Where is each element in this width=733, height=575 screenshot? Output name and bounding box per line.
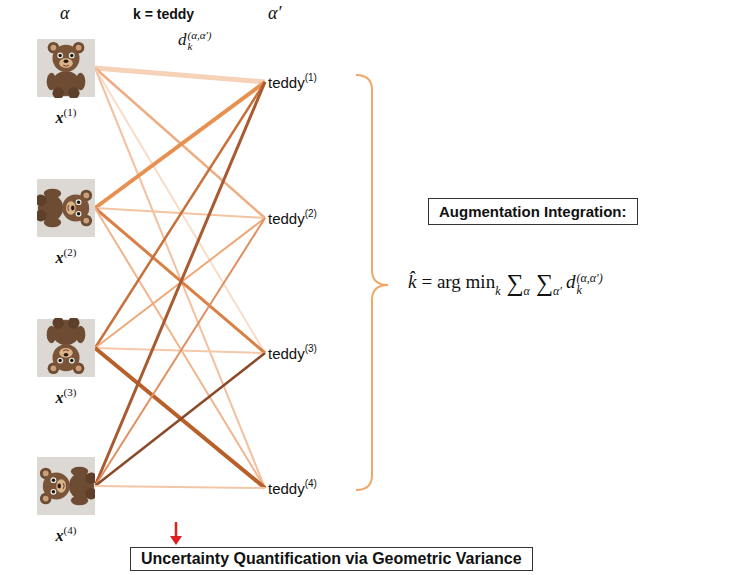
augmented-image: x(4) — [37, 456, 97, 545]
index-superscript: (2) — [64, 246, 77, 258]
distance-connector — [95, 348, 265, 488]
class-name: teddy — [268, 345, 305, 362]
distance-connector — [95, 68, 265, 488]
sum-sign: ∑ — [506, 270, 523, 296]
formula-subscript: α — [524, 284, 530, 298]
image-label: x(3) — [37, 386, 95, 407]
distance-connector — [95, 82, 265, 348]
sub-sup-stack: (α,α′)k — [576, 272, 602, 296]
box-text: Uncertainty Quantification via Geometric… — [141, 550, 522, 568]
formula-operator: = arg min — [421, 271, 495, 292]
superscript: (α,α′) — [188, 30, 212, 41]
index-superscript: (2) — [305, 208, 317, 219]
index-superscript: (4) — [64, 524, 77, 536]
red-arrow-head — [170, 536, 182, 545]
augmented-image: x(2) — [37, 178, 97, 267]
index-superscript: (1) — [305, 72, 317, 83]
distance-connector — [95, 68, 265, 82]
index-superscript: (1) — [64, 106, 77, 118]
teddy-illustration — [37, 457, 95, 515]
class-term: teddy(2) — [265, 208, 320, 228]
labeled-box: Augmentation Integration: — [428, 198, 638, 225]
sum-sign: ∑ — [536, 270, 553, 296]
distance-letter: d — [178, 30, 187, 49]
image-label: x(2) — [37, 246, 95, 267]
formula-subscript: α′ — [553, 284, 562, 298]
distance-connector — [95, 486, 265, 488]
teddy-illustration — [37, 179, 95, 237]
distance-connector — [95, 82, 265, 486]
distance-connector — [95, 353, 265, 486]
class-term: teddy(3) — [265, 343, 320, 363]
class-term: teddy(4) — [265, 478, 320, 498]
red-arrow-shaft — [175, 522, 178, 537]
distance-connector — [95, 208, 265, 488]
image-label: x(4) — [37, 524, 95, 545]
distance-connector — [95, 68, 265, 353]
image-label: x(1) — [37, 106, 95, 127]
teddy-photo — [37, 456, 95, 516]
class-heading: k = teddy — [133, 6, 194, 22]
class-term: teddy(1) — [265, 72, 320, 92]
box-text: Augmentation Integration: — [439, 203, 627, 220]
curly-bracket — [356, 75, 388, 490]
index-superscript: (4) — [305, 478, 317, 489]
index-superscript: (3) — [64, 386, 77, 398]
teddy-photo — [37, 38, 95, 98]
subscript: k — [188, 41, 212, 52]
teddy-photo — [37, 178, 95, 238]
class-name: teddy — [268, 480, 305, 497]
teddy-illustration — [37, 39, 95, 98]
variable-name: x — [56, 527, 64, 544]
variable-name: x — [56, 109, 64, 126]
index-superscript: (3) — [305, 343, 317, 354]
augmented-image: x(3) — [37, 318, 97, 407]
augmentation-index: α′ — [268, 3, 281, 24]
distance-connector — [95, 218, 265, 486]
variable-name: x — [56, 389, 64, 406]
sub-sup-stack: (α,α′)k — [188, 30, 212, 52]
class-name: teddy — [268, 74, 305, 91]
variable-name: x — [56, 249, 64, 266]
integration-formula: k̂= arg mink∑α∑α′d(α,α′)k — [404, 270, 603, 299]
teddy-illustration — [37, 318, 95, 377]
distance-symbol: d(α,α′)k — [178, 30, 212, 52]
labeled-box: Uncertainty Quantification via Geometric… — [130, 547, 533, 571]
subscript: k — [576, 284, 602, 296]
teddy-photo — [37, 318, 95, 378]
formula-term: k̂ — [408, 271, 416, 292]
class-name: teddy — [268, 210, 305, 227]
augmentation-index: α — [60, 3, 69, 24]
augmented-image: x(1) — [37, 38, 97, 127]
superscript: (α,α′) — [576, 272, 602, 284]
formula-subscript: k — [495, 284, 500, 298]
formula-term: d — [566, 271, 576, 292]
